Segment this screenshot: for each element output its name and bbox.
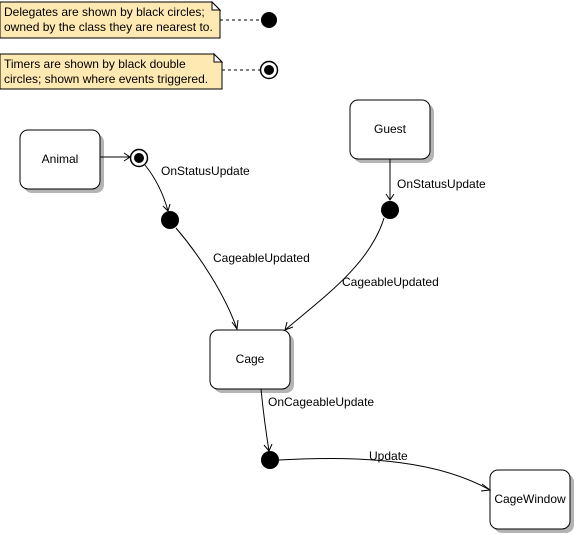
legend-note-timers-line1: Timers are shown by black double: [4, 57, 186, 71]
node-cage-window: CageWindow: [489, 469, 574, 533]
edge-guest-cageable-updated-label: CageableUpdated: [342, 275, 439, 289]
legend-note-timers-line2: circles; shown where events triggered.: [4, 72, 208, 86]
legend-note-timers: Timers are shown by black double circles…: [0, 52, 224, 90]
cage-delegate-circle: [261, 451, 279, 469]
edge-window-update-label: Update: [369, 449, 408, 463]
node-animal-label: Animal: [42, 152, 79, 166]
edge-guest-cageable-updated: [284, 217, 385, 331]
legend-note-delegates-line2: owned by the class they are nearest to.: [4, 20, 213, 34]
edge-animal-cageable-updated: [175, 227, 239, 331]
guest-delegate-circle: [381, 201, 399, 219]
edge-guest-on-status-update-label: OnStatusUpdate: [397, 177, 486, 191]
edge-animal-on-status-update: [144, 164, 171, 212]
edge-animal-to-timer: [100, 152, 131, 162]
edge-window-update: [278, 458, 492, 492]
edge-guest-on-status-update: [385, 159, 395, 201]
legend-timer-double-circle: [259, 60, 279, 80]
node-cage: Cage: [209, 329, 294, 393]
edge-animal-on-status-update-label: OnStatusUpdate: [161, 164, 250, 178]
animal-timer-double-circle: [129, 148, 149, 168]
edge-cage-on-cageable-update-label: OnCageableUpdate: [268, 395, 374, 409]
legend-delegate-circle: [261, 12, 277, 28]
edge-cage-on-cageable-update: [260, 388, 273, 452]
legend-note-delegates-line1: Delegates are shown by black circles;: [4, 5, 205, 19]
node-animal: Animal: [19, 129, 104, 193]
node-cage-window-label: CageWindow: [494, 492, 566, 506]
edge-animal-cageable-updated-label: CageableUpdated: [213, 251, 310, 265]
node-guest-label: Guest: [374, 122, 407, 136]
legend-note-delegates: Delegates are shown by black circles; ow…: [0, 0, 222, 39]
animal-delegate-circle: [161, 211, 179, 229]
node-guest: Guest: [349, 99, 434, 163]
node-cage-label: Cage: [236, 352, 265, 366]
